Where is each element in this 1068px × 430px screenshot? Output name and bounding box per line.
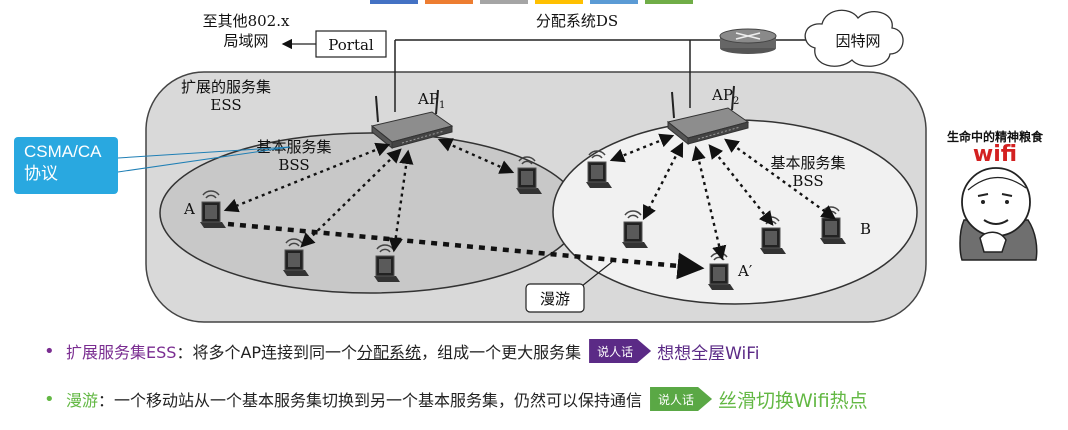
bullet-ess-text-after: ，组成一个更大服务集 [421, 343, 582, 362]
bullet-roaming-summary: 丝滑切换Wifi热点 [718, 389, 868, 412]
bullet-dot: • [44, 340, 55, 362]
ess-label-1: 扩展的服务集 [181, 78, 271, 96]
callout-pointer [117, 146, 291, 159]
meme-face-icon [959, 167, 1038, 261]
bullet-dot: • [44, 388, 55, 410]
bss-right-label-2: BSS [792, 172, 823, 190]
station-a-prime-label: A′ [737, 262, 753, 280]
bss-right-label-1: 基本服务集 [770, 154, 845, 172]
callout-line-2: 协议 [24, 164, 58, 183]
router-icon [719, 28, 777, 54]
internet-label: 因特网 [835, 32, 880, 50]
to-other-lan-label-1: 至其他802.x [203, 12, 290, 30]
bullet-roaming-text: ：一个移动站从一个基本服务集切换到另一个基本服务集，仍然可以保持通信 [98, 391, 643, 410]
bullet-ess: • 扩展服务集ESS ：将多个AP连接到同一个 分配系统 ，组成一个更大服务集 … [44, 336, 760, 366]
to-other-lan-label-2: 局域网 [223, 32, 268, 50]
roaming-label: 漫游 [540, 290, 570, 308]
bullet-ess-summary: 想想全屋WiFi [657, 343, 760, 364]
ap1-label: AP1 [417, 90, 445, 111]
portal-label: Portal [328, 36, 374, 54]
ap2-label: AP2 [711, 86, 739, 107]
callout-pointer [117, 146, 291, 173]
bss-left-label-1: 基本服务集 [256, 138, 331, 156]
top-tab-decoration [425, 0, 473, 4]
speak-plain-tag: 说人话 [589, 339, 651, 363]
top-tab-decoration [645, 0, 693, 4]
ess-diagram: Portal 至其他802.x 局域网 分配系统DS 因特网 扩展的服务集 ES… [117, 0, 1038, 323]
bss-right-region [552, 119, 918, 305]
speak-plain-tag: 说人话 [650, 387, 712, 411]
cloud-icon [804, 9, 904, 67]
csma-ca-callout: CSMA/CA 协议 [14, 137, 118, 194]
bss-right-links [609, 133, 836, 261]
ds-label: 分配系统DS [536, 12, 618, 30]
station-b-label: B [860, 220, 871, 238]
bullet-roaming-term: 漫游 [66, 391, 99, 410]
roaming-pointer [581, 261, 613, 287]
bullet-ess-underlined: 分配系统 [357, 343, 422, 362]
roaming-box [525, 283, 585, 313]
meme-caption: 生命中的精神粮食 [946, 130, 1043, 144]
ap2-access-point-icon [667, 85, 749, 145]
bss-left-links [223, 138, 515, 253]
callout-line-1: CSMA/CA [24, 142, 102, 161]
meme-wifi-text: wifi [972, 142, 1018, 167]
ap1-access-point-icon [371, 89, 453, 149]
bullet-ess-term: 扩展服务集ESS [66, 343, 177, 362]
top-tab-decoration [480, 0, 528, 4]
top-tab-decoration [370, 0, 418, 4]
bullet-ess-text-before: ：将多个AP连接到同一个 [176, 343, 358, 362]
top-tab-decoration [535, 0, 583, 4]
bullet-roaming: • 漫游 ：一个移动站从一个基本服务集切换到另一个基本服务集，仍然可以保持通信 … [44, 384, 868, 414]
portal-box [315, 30, 387, 58]
bss-left-label-2: BSS [278, 156, 309, 174]
station-a-label: A [183, 200, 195, 218]
ess-label-2: ESS [210, 96, 241, 114]
top-tab-decoration [590, 0, 638, 4]
